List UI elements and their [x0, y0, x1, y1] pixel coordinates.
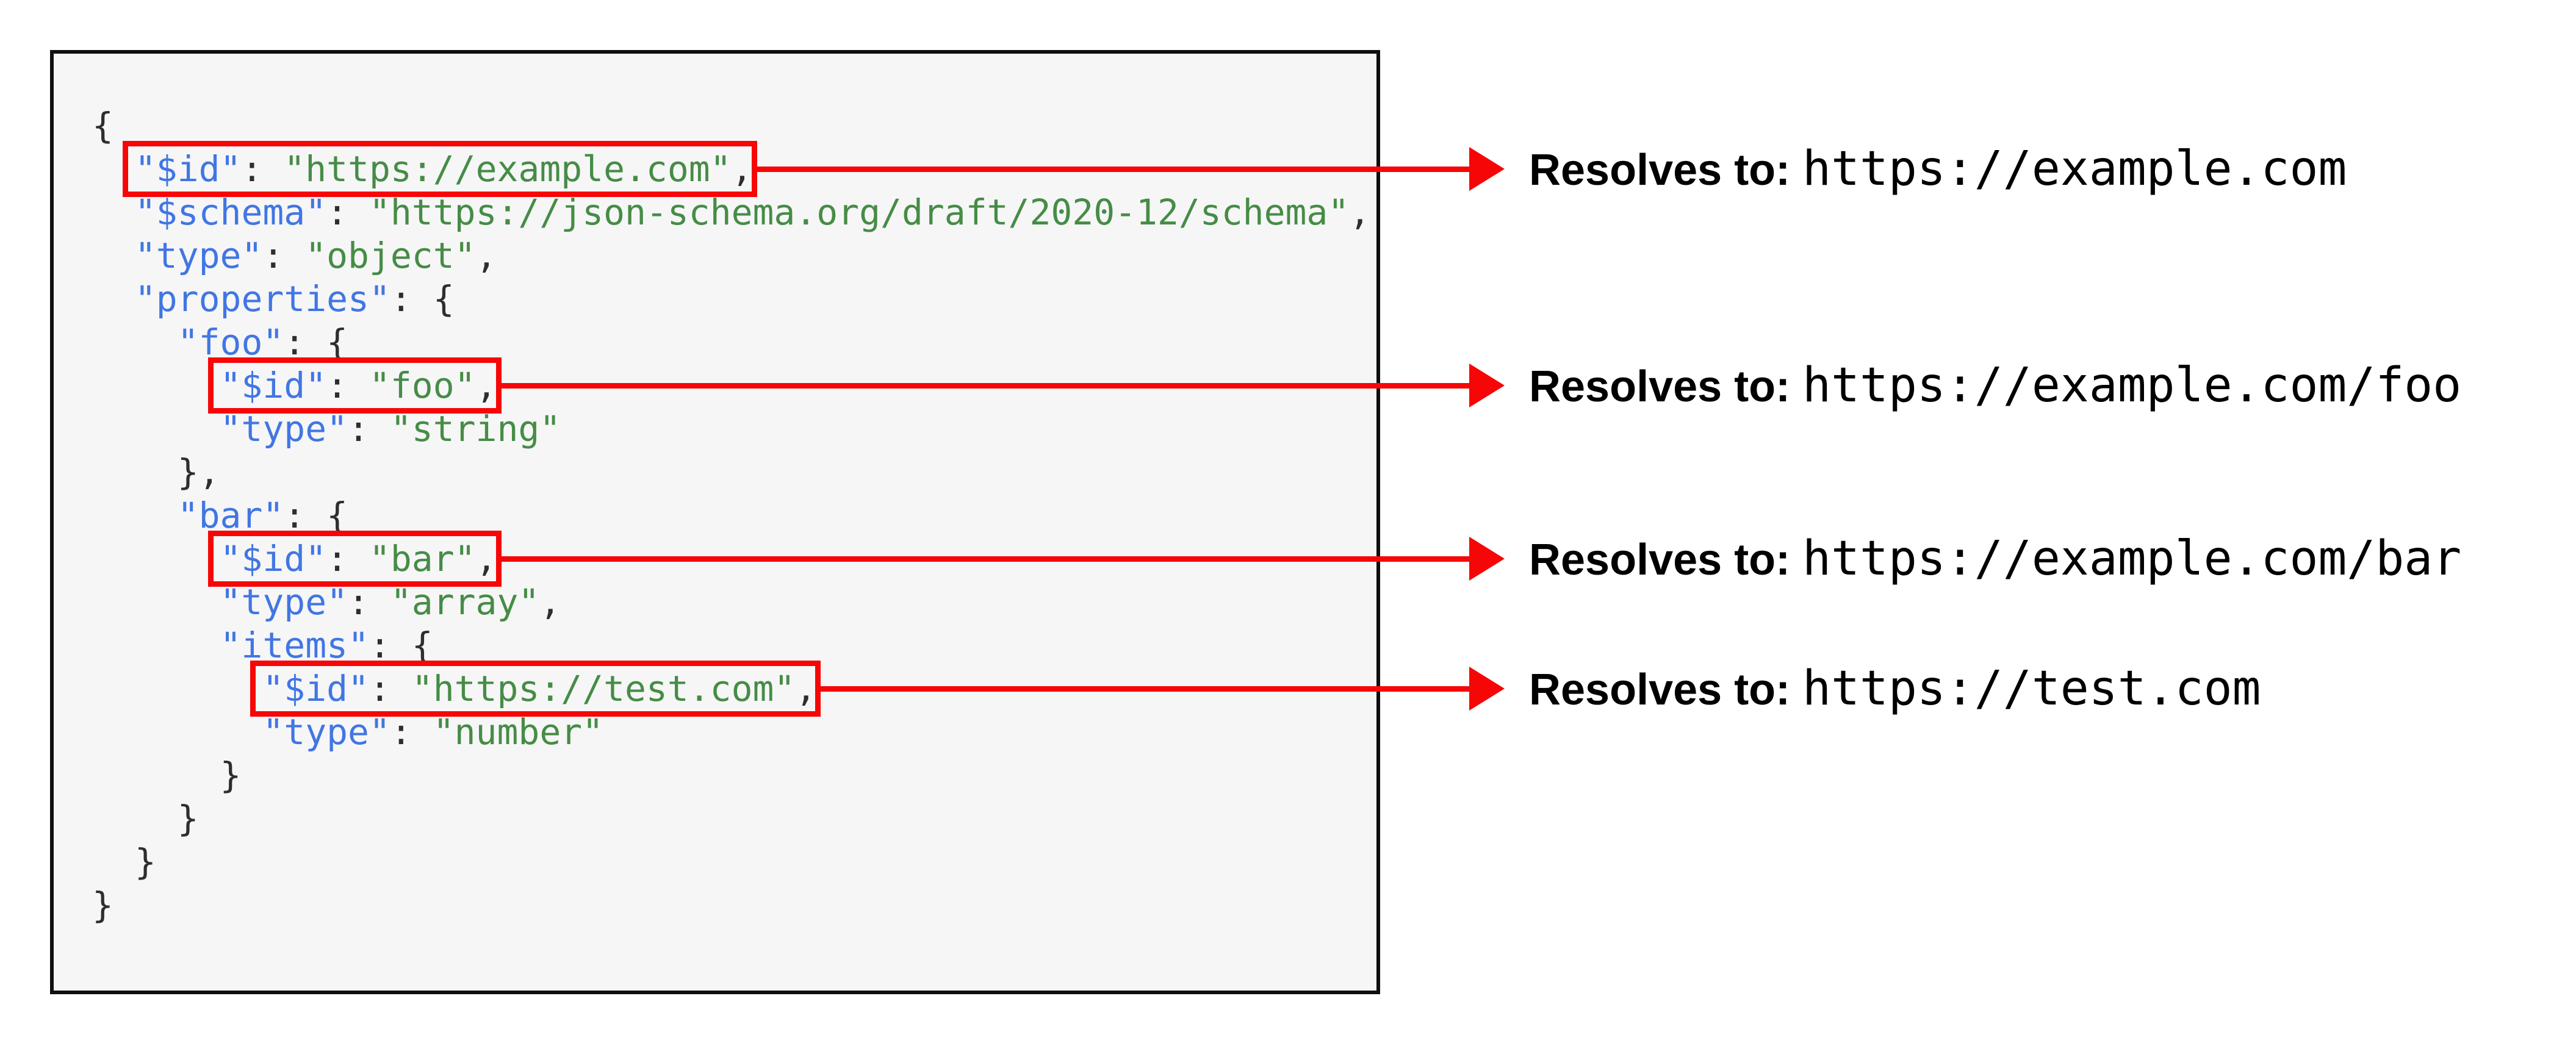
code-token: "bar" [177, 495, 284, 536]
code-line: "$id": "https://example.com", [92, 148, 1370, 191]
code-line: "$id": "foo", [92, 364, 1370, 407]
code-token: : { [369, 625, 433, 666]
code-token: } [220, 754, 242, 796]
code-line: "type": "number" [92, 711, 1370, 754]
code-token: "bar" [369, 538, 476, 579]
code-block: { "$id": "https://example.com", "$schema… [50, 50, 1380, 994]
code-line: "type": "string" [92, 407, 1370, 451]
code-token: : [348, 408, 390, 450]
annotation-url: https://example.com [1802, 142, 2347, 196]
highlighted-id-span: "$id": "foo", [220, 365, 497, 406]
code-token: : [326, 365, 369, 406]
code-token: : [241, 148, 284, 190]
arrow-head-icon [1469, 667, 1505, 711]
code-line: "$id": "https://test.com", [92, 667, 1370, 711]
code-token: } [92, 884, 113, 926]
code-token: , [731, 148, 753, 190]
arrow-head-icon [1469, 147, 1505, 191]
code-token: "$id" [262, 668, 369, 709]
annotation-label: Resolves to: [1529, 146, 1791, 195]
code-token: : [326, 538, 369, 579]
arrow-line [500, 382, 1472, 389]
highlight-box [207, 531, 502, 587]
code-token: , [475, 365, 497, 406]
code-token: , [795, 668, 817, 709]
annotation-label: Resolves to: [1529, 665, 1791, 714]
highlight-box [250, 661, 821, 717]
code-line: "type": "array", [92, 581, 1370, 624]
arrow-line [500, 556, 1472, 562]
code-token: "$id" [134, 148, 242, 190]
code-line: "bar": { [92, 494, 1370, 537]
code-line: "type": "object", [92, 234, 1370, 278]
code-line: "foo": { [92, 321, 1370, 364]
arrow-line [755, 166, 1472, 172]
code-token: "type" [134, 235, 263, 276]
code-token: "properties" [134, 278, 390, 320]
code-token: : [262, 235, 306, 276]
code-token: "string" [390, 408, 561, 450]
arrow-head-icon [1469, 364, 1505, 407]
code-token: , [1349, 192, 1371, 233]
code-token: "$schema" [134, 192, 327, 233]
highlighted-id-span: "$id": "https://test.com", [262, 668, 816, 709]
annotation-resolves-2: Resolves to: https://example.com/foo [1529, 358, 2461, 413]
code-token: "foo" [177, 321, 284, 363]
code-token: "type" [220, 408, 348, 450]
code-token: "https://json-schema.org/draft/2020-12/s… [369, 192, 1350, 233]
annotation-label: Resolves to: [1529, 362, 1791, 411]
code-line: } [92, 754, 1370, 797]
code-line: } [92, 840, 1370, 884]
code-token: "$id" [220, 538, 327, 579]
code-token: : [348, 581, 390, 623]
code-token: "array" [390, 581, 540, 623]
code-token: } [177, 798, 199, 839]
arrow-head-icon [1469, 537, 1505, 581]
code-token: } [134, 841, 156, 883]
code-token: "items" [220, 625, 369, 666]
code-token: : [390, 711, 433, 753]
annotation-resolves-4: Resolves to: https://test.com [1529, 661, 2261, 716]
code-token: "number" [433, 711, 604, 753]
code-token: "https://example.com" [284, 148, 732, 190]
code-line: } [92, 797, 1370, 840]
code-token: : { [284, 495, 348, 536]
annotation-url: https://example.com/bar [1802, 531, 2462, 586]
code-token: , [475, 538, 497, 579]
code-token: "object" [305, 235, 476, 276]
annotation-url: https://example.com/foo [1802, 358, 2462, 413]
code-line: "items": { [92, 624, 1370, 667]
code-line: "$schema": "https://json-schema.org/draf… [92, 191, 1370, 234]
annotation-url: https://test.com [1802, 661, 2261, 716]
code-token: : [326, 192, 369, 233]
json-code: { "$id": "https://example.com", "$schema… [54, 54, 1370, 927]
code-token: : { [284, 321, 348, 363]
arrow-line [819, 686, 1472, 692]
code-line: "$id": "bar", [92, 537, 1370, 581]
code-token: "https://test.com" [411, 668, 796, 709]
code-token: "foo" [369, 365, 476, 406]
code-token: "type" [220, 581, 348, 623]
code-token: { [92, 105, 113, 146]
highlight-box [122, 141, 757, 197]
annotation-resolves-3: Resolves to: https://example.com/bar [1529, 531, 2461, 586]
code-token: , [475, 235, 497, 276]
highlighted-id-span: "$id": "https://example.com", [135, 148, 753, 190]
code-token: "$id" [220, 365, 327, 406]
highlight-box [207, 357, 502, 414]
code-token: }, [177, 451, 220, 493]
code-token: : { [390, 278, 455, 320]
highlighted-id-span: "$id": "bar", [220, 538, 497, 579]
annotation-label: Resolves to: [1529, 536, 1791, 584]
code-line: { [92, 104, 1370, 148]
annotation-resolves-1: Resolves to: https://example.com [1529, 142, 2347, 196]
code-line: }, [92, 451, 1370, 494]
code-token: , [539, 581, 561, 623]
code-token: : [369, 668, 412, 709]
code-token: "type" [262, 711, 390, 753]
code-line: "properties": { [92, 278, 1370, 321]
code-line: } [92, 884, 1370, 927]
